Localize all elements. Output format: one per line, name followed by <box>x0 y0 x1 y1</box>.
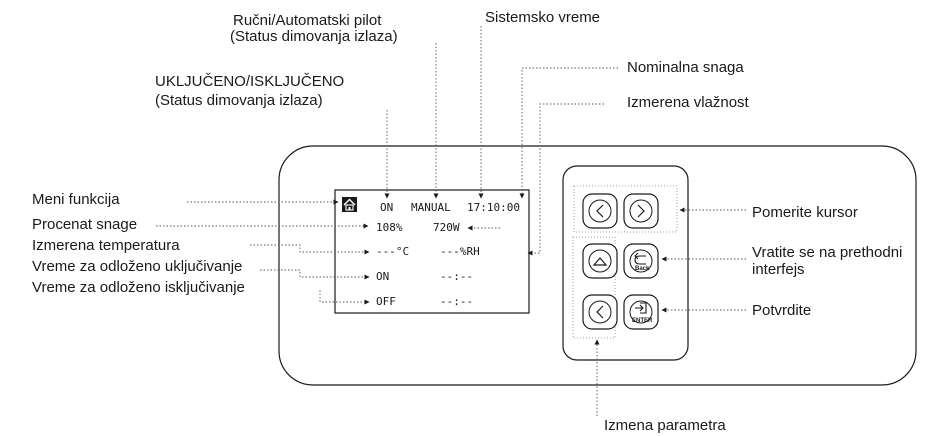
up-button[interactable] <box>582 243 618 279</box>
lcd-delay-on-value: --:-- <box>440 270 474 283</box>
lcd-time: 17:10:00 <box>467 201 520 214</box>
label-on-off-sub: (Status dimovanja izlaza) <box>155 92 323 109</box>
leader-lines <box>156 26 746 416</box>
label-rated-power: Nominalna snaga <box>627 59 744 76</box>
label-delay-off: Vreme za odloženo isključivanje <box>32 279 245 296</box>
label-power-percent: Procenat snage <box>32 216 138 233</box>
lcd-delay-off-value: --:-- <box>440 295 474 308</box>
label-confirm: Potvrdite <box>752 302 812 319</box>
triangle-up-icon <box>592 257 608 266</box>
label-system-time: Sistemsko vreme <box>485 9 601 26</box>
label-on-off: UKLJUČENO/ISKLJUČENO <box>155 73 345 90</box>
keypad-group-top <box>573 185 678 233</box>
lcd-status-on: ON <box>380 201 394 214</box>
lcd-rated-watts: 720W <box>433 221 460 234</box>
label-measured-temperature: Izmerena temperatura <box>32 237 180 254</box>
lcd-delay-on-label: ON <box>376 270 390 283</box>
lcd-power-pct: 108% <box>376 221 403 234</box>
cursor-left-button[interactable] <box>582 193 618 229</box>
label-change-param: Izmena parametra <box>604 417 726 434</box>
chevron-left-icon <box>596 305 604 319</box>
lcd-delay-off-label: OFF <box>376 295 396 308</box>
back-arrow-icon <box>634 252 646 265</box>
enter-button-caption: ENTER <box>632 318 653 324</box>
lcd-mode: MANUAL <box>411 201 451 214</box>
label-go-back-1: Vratite se na prethodni <box>752 244 903 261</box>
lcd-humidity: ---%RH <box>440 245 480 258</box>
chevron-right-icon <box>637 204 645 218</box>
down-button[interactable] <box>582 294 618 330</box>
back-button-caption: Back <box>635 266 650 272</box>
back-button[interactable] <box>623 243 659 279</box>
label-delay-on: Vreme za odloženo uključivanje <box>32 258 243 275</box>
home-icon <box>342 197 357 212</box>
label-go-back-2: interfejs <box>752 261 805 278</box>
chevron-left-icon <box>596 204 604 218</box>
label-move-cursor: Pomerite kursor <box>752 204 858 221</box>
cursor-right-button[interactable] <box>623 193 659 229</box>
label-manual-auto-sub: (Status dimovanja izlaza) <box>230 28 398 45</box>
enter-button[interactable] <box>623 294 659 330</box>
lcd-temperature: ---°C <box>376 245 410 258</box>
keypad-group-bottom <box>572 236 616 339</box>
label-function-menu: Meni funkcija <box>32 191 120 208</box>
label-measured-humidity: Izmerena vlažnost <box>627 94 749 111</box>
label-manual-auto: Ručni/Automatski pilot <box>233 12 382 29</box>
enter-icon <box>635 302 647 314</box>
